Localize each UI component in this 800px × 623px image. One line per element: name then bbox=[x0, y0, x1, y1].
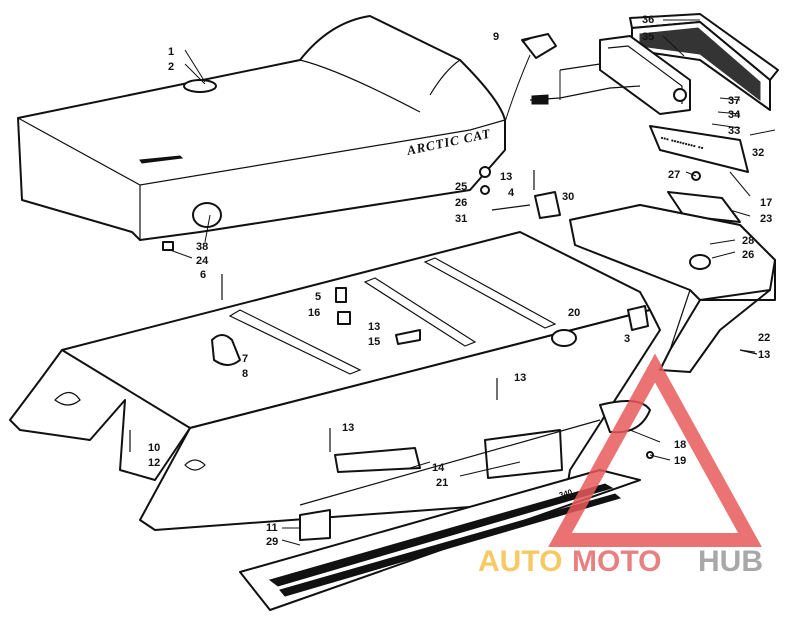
plate bbox=[337, 311, 351, 325]
callout-29: 29 bbox=[266, 536, 278, 548]
callout-32: 32 bbox=[752, 147, 764, 159]
callout-27: 27 bbox=[668, 169, 680, 181]
rear-bumper bbox=[569, 204, 776, 373]
seat-hardware bbox=[479, 33, 561, 219]
callout-2: 2 bbox=[168, 61, 174, 73]
tail-light-housing bbox=[599, 35, 691, 115]
seat-assembly: ARCTIC CAT bbox=[17, 15, 506, 251]
wire-connector bbox=[531, 94, 549, 105]
callout-28: 28 bbox=[742, 235, 754, 247]
running-board-rail-1 bbox=[228, 309, 362, 375]
nut bbox=[480, 185, 490, 195]
callout-13-b: 13 bbox=[368, 321, 380, 333]
callout-4: 4 bbox=[508, 187, 515, 199]
bolt bbox=[491, 204, 531, 211]
hood-latch-plate bbox=[299, 509, 331, 541]
name-plate bbox=[649, 125, 749, 173]
seat-vent-cover bbox=[183, 79, 217, 93]
watermark-text-auto: AUTO bbox=[478, 545, 562, 578]
callout-13-c: 13 bbox=[758, 349, 770, 361]
leader-lines bbox=[169, 19, 756, 546]
callout-34: 34 bbox=[728, 109, 741, 121]
callout-14: 14 bbox=[432, 462, 445, 474]
seat-latch bbox=[192, 202, 222, 228]
running-board-rail-2 bbox=[363, 277, 477, 347]
seat-cushion bbox=[17, 15, 506, 241]
callout-11: 11 bbox=[266, 522, 278, 534]
callout-3: 3 bbox=[624, 333, 630, 345]
latch-bracket bbox=[534, 191, 561, 219]
tail-light-bulb bbox=[673, 88, 687, 102]
callout-30: 30 bbox=[562, 191, 574, 203]
hood-reflector-1 bbox=[334, 447, 421, 473]
tunnel-left-flange bbox=[9, 349, 191, 481]
callout-16: 16 bbox=[308, 307, 320, 319]
tail-light-assembly: ▪▪▪ ▪▪▪▪▪▪▪▪▪ ▪▪ bbox=[529, 13, 779, 223]
clip-plate bbox=[395, 329, 421, 345]
callout-13-e: 13 bbox=[342, 422, 354, 434]
seat-hinge-clip bbox=[521, 33, 557, 59]
callout-25: 25 bbox=[455, 181, 467, 193]
washer bbox=[479, 166, 491, 178]
hood-decal: 340 bbox=[558, 487, 574, 499]
callout-15: 15 bbox=[368, 336, 380, 348]
watermark-text-hub: HUB bbox=[698, 545, 763, 578]
callout-36: 36 bbox=[642, 14, 654, 26]
callout-9: 9 bbox=[493, 31, 499, 43]
watermark-text-moto: MOTO bbox=[572, 545, 661, 578]
callout-12: 12 bbox=[148, 457, 160, 469]
callout-23: 23 bbox=[760, 213, 772, 225]
running-board-rail-3 bbox=[423, 257, 557, 329]
callout-18: 18 bbox=[674, 439, 686, 451]
callout-37: 37 bbox=[728, 95, 740, 107]
tail-light-mount bbox=[211, 334, 241, 366]
callout-7: 7 bbox=[242, 353, 248, 365]
callout-20: 20 bbox=[568, 307, 580, 319]
clip bbox=[335, 287, 347, 303]
callout-13-d: 13 bbox=[514, 372, 526, 384]
callout-21: 21 bbox=[436, 477, 448, 489]
callout-24: 24 bbox=[196, 255, 209, 267]
callout-labels: 1 2 9 36 35 37 34 33 32 17 27 23 13 4 25… bbox=[148, 14, 772, 548]
callout-38: 38 bbox=[196, 241, 208, 253]
callout-35: 35 bbox=[642, 31, 654, 43]
side-trim: 340 bbox=[239, 469, 641, 611]
seat-fastener bbox=[162, 241, 174, 251]
grommet bbox=[551, 329, 577, 347]
watermark-logo: AUTO MOTO HUB bbox=[478, 353, 763, 578]
callout-26-b: 26 bbox=[742, 249, 754, 261]
callout-13-a: 13 bbox=[500, 171, 512, 183]
side-clip bbox=[627, 305, 649, 331]
callout-8: 8 bbox=[242, 368, 248, 380]
callout-31: 31 bbox=[455, 213, 467, 225]
callout-19: 19 bbox=[674, 455, 686, 467]
callout-17: 17 bbox=[760, 197, 772, 209]
callout-33: 33 bbox=[728, 125, 740, 137]
callout-6: 6 bbox=[200, 269, 206, 281]
callout-22: 22 bbox=[758, 332, 770, 344]
callout-26-a: 26 bbox=[455, 197, 467, 209]
bumper-bolt bbox=[689, 254, 711, 270]
callout-5: 5 bbox=[315, 291, 321, 303]
callout-10: 10 bbox=[148, 442, 160, 454]
bumper-body bbox=[569, 204, 776, 301]
tunnel-assembly bbox=[9, 231, 661, 541]
callout-1: 1 bbox=[168, 46, 174, 58]
